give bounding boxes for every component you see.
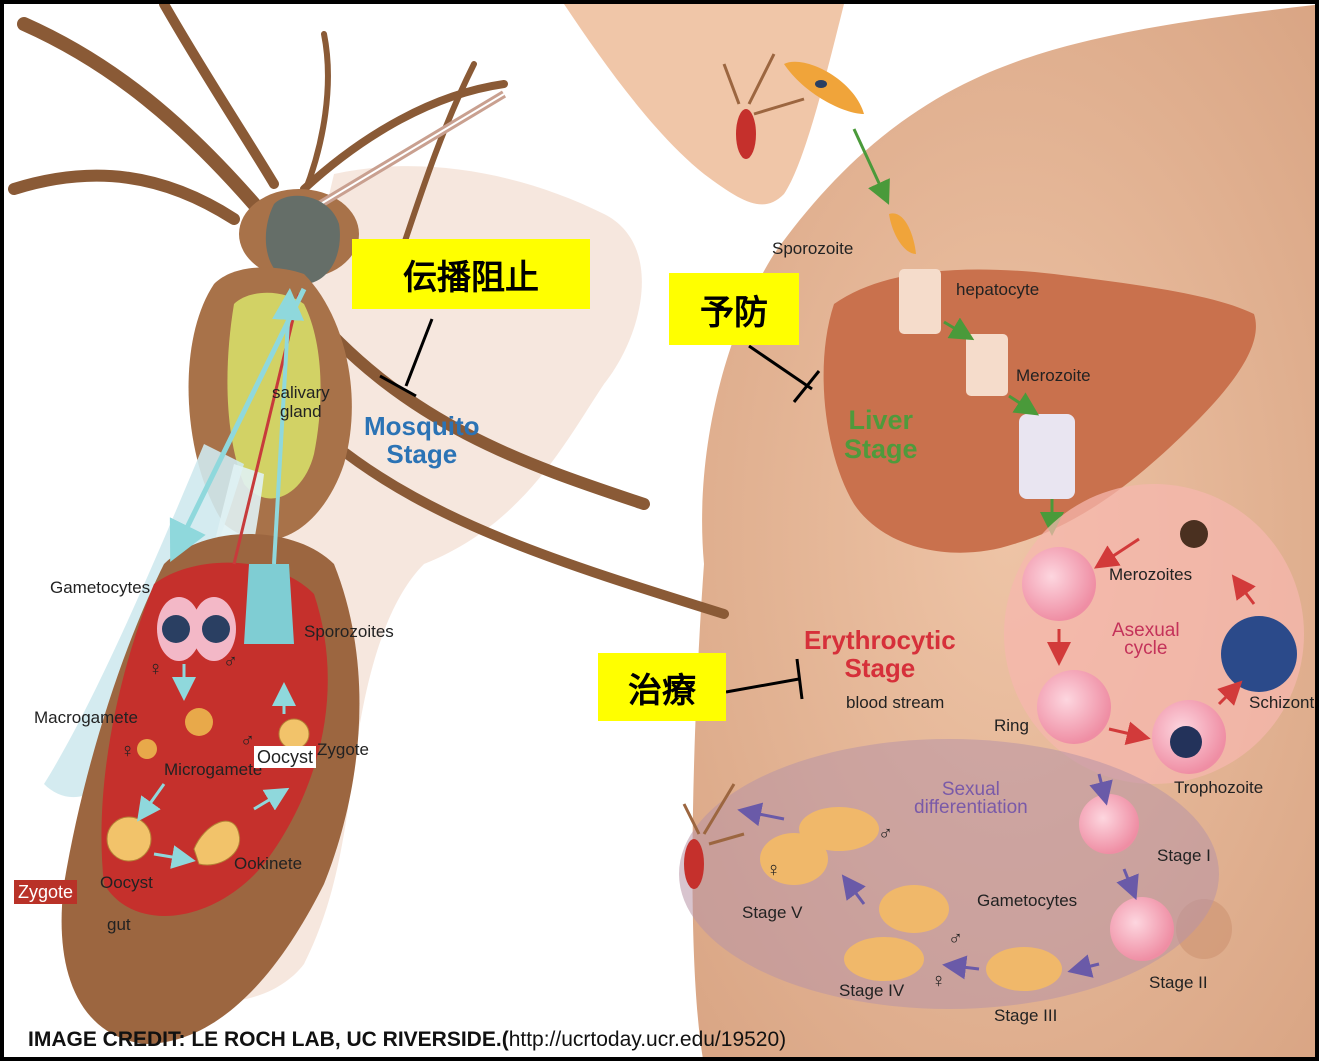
salivary-gland-label: salivary gland xyxy=(272,384,330,421)
treatment-label: 治療 xyxy=(598,653,726,721)
male-symbol: ♂ xyxy=(240,731,255,751)
sporozoite-label: Sporozoite xyxy=(772,240,853,257)
female-symbol: ♀ xyxy=(931,971,946,991)
liver-stage-title: Liver Stage xyxy=(844,406,918,464)
gametocytes-label: Gametocytes xyxy=(50,579,150,596)
oocyst-overlay-label: Oocyst xyxy=(254,746,316,768)
female-symbol: ♀ xyxy=(120,741,135,761)
hepatocyte-label: hepatocyte xyxy=(956,281,1039,298)
stage-1-label: Stage I xyxy=(1157,847,1211,864)
image-credit: IMAGE CREDIT: LE ROCH LAB, UC RIVERSIDE.… xyxy=(28,1028,786,1052)
schizont-label: Schizont xyxy=(1249,694,1314,711)
gametocytes-human-label: Gametocytes xyxy=(977,892,1077,909)
sporozoites-label: Sporozoites xyxy=(304,623,394,640)
credit-text: IMAGE CREDIT: LE ROCH LAB, UC RIVERSIDE.… xyxy=(28,1028,509,1051)
microgamete-label: Microgamete xyxy=(164,761,262,778)
stage-3-label: Stage III xyxy=(994,1007,1057,1024)
blood-stream-label: blood stream xyxy=(846,694,944,711)
sexual-differentiation-label: Sexual differentiation xyxy=(914,781,1028,817)
gut-label: gut xyxy=(107,916,131,933)
stage-5-label: Stage V xyxy=(742,904,803,921)
ookinete-label: Ookinete xyxy=(234,855,302,872)
male-symbol: ♂ xyxy=(948,929,963,949)
male-symbol: ♂ xyxy=(878,824,893,844)
lifecycle-illustration xyxy=(4,4,1319,1061)
oocyst-label: Oocyst xyxy=(100,874,153,891)
stage-4-label: Stage IV xyxy=(839,982,904,999)
macrogamete-label: Macrogamete xyxy=(34,709,138,726)
mosquito-stage-title: Mosquito Stage xyxy=(364,412,480,468)
asexual-cycle-label: Asexual cycle xyxy=(1112,622,1180,658)
female-symbol: ♀ xyxy=(148,659,163,679)
prevention-label: 予防 xyxy=(669,273,799,345)
merozoites-label: Merozoites xyxy=(1109,566,1192,583)
trophozoite-label: Trophozoite xyxy=(1174,779,1263,796)
male-symbol: ♂ xyxy=(223,652,238,672)
ring-label: Ring xyxy=(994,717,1029,734)
stage-2-label: Stage II xyxy=(1149,974,1208,991)
transmission-block-label: 伝播阻止 xyxy=(352,239,590,309)
merozoite-label: Merozoite xyxy=(1016,367,1091,384)
credit-url: http://ucrtoday.ucr.edu/19520) xyxy=(509,1028,786,1051)
zygote-label: Zygote xyxy=(317,741,369,758)
zygote-overlay-label: Zygote xyxy=(14,880,77,904)
erythrocytic-stage-title: Erythrocytic Stage xyxy=(804,626,956,682)
female-symbol: ♀ xyxy=(766,860,781,880)
